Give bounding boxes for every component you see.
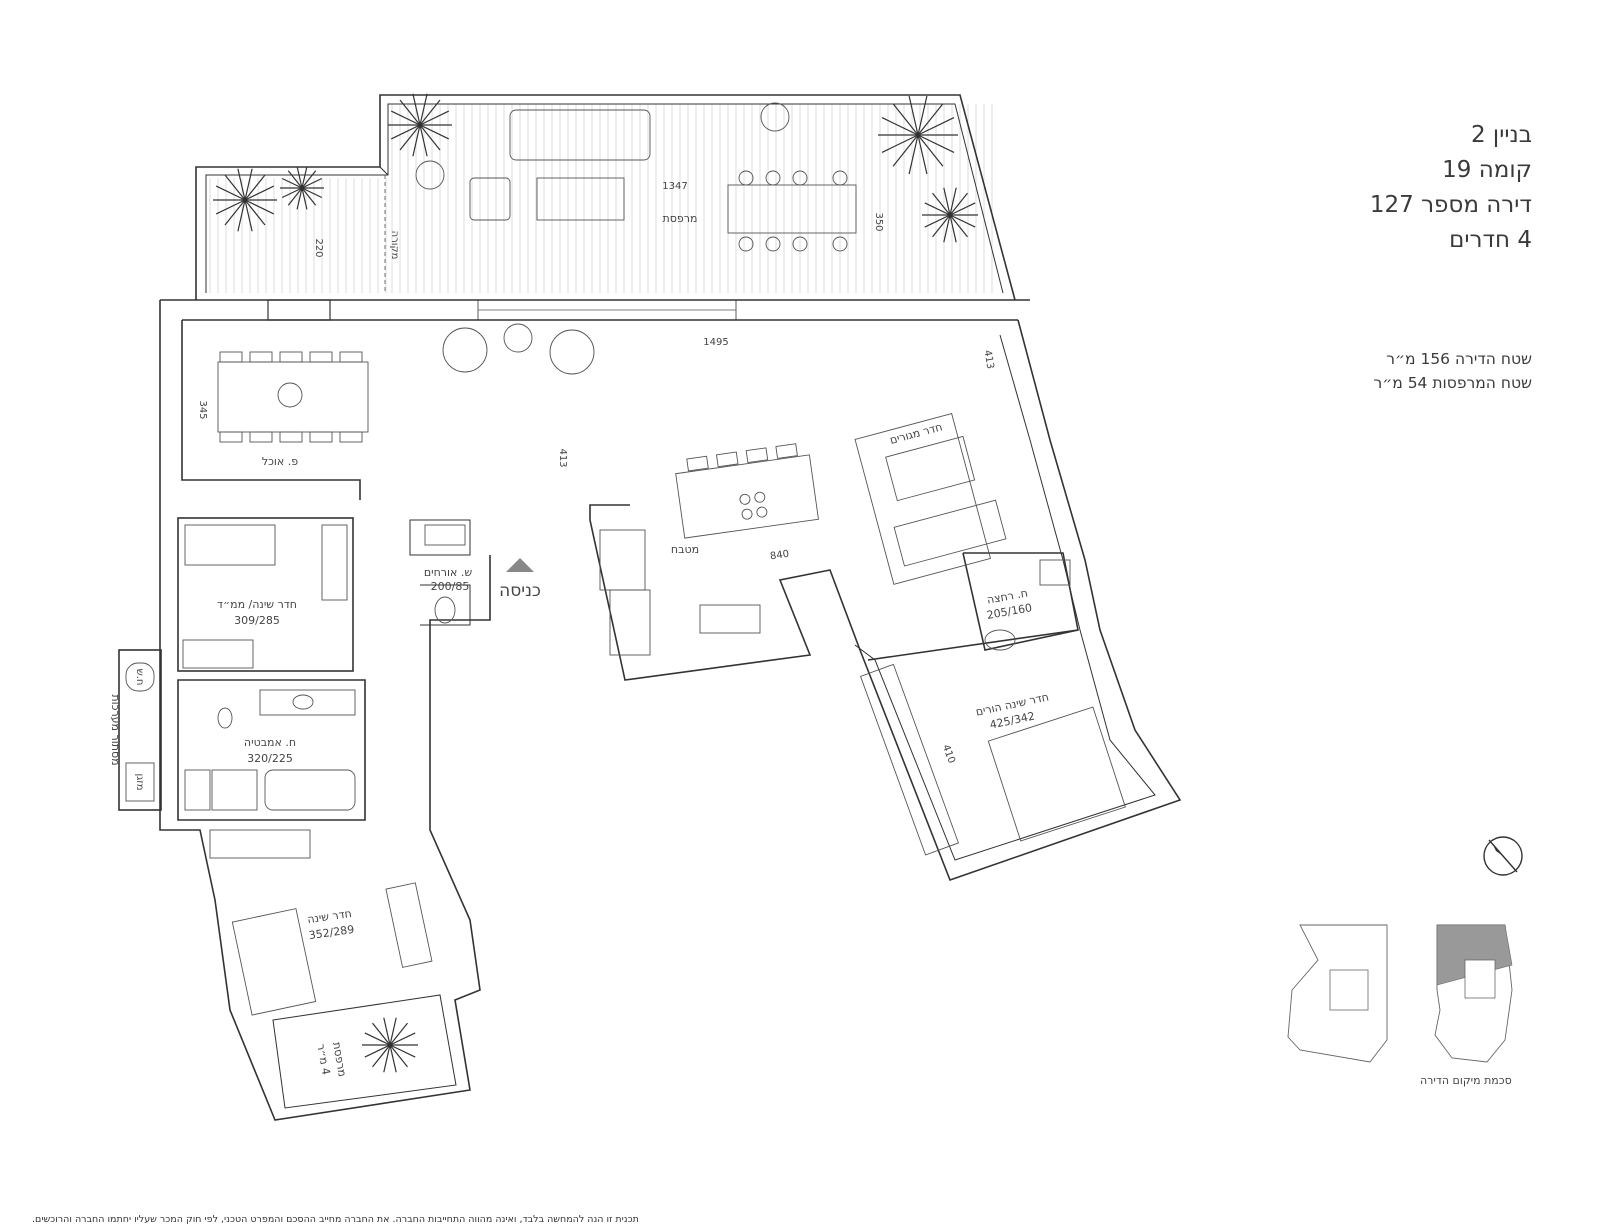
living-right-dim: 413 (981, 349, 995, 370)
bath-label: ח. אמבטיה (244, 736, 296, 749)
entrance-arrow-icon (506, 558, 534, 572)
floor-label: קומה 19 (1442, 157, 1532, 183)
toilet-icon (217, 707, 233, 729)
covered-label: מקורה (389, 231, 400, 260)
bedroom-safe-walls (177, 517, 354, 672)
bed-icon (231, 908, 317, 1016)
terrace: מרפסת מקורה 1347 350 220 (195, 93, 1016, 1073)
furniture (182, 323, 1126, 1016)
ac-label: מזגן (134, 773, 145, 790)
washer-icon (184, 769, 211, 811)
apartment-walls (118, 299, 1182, 1121)
terrace-chairs (738, 170, 848, 252)
terrace-length-dim: 1347 (662, 181, 687, 192)
apartment-area-label: שטח הדירה 156 מ״ר (1386, 350, 1532, 368)
guest-wc-label: ש. אורחים (424, 566, 472, 579)
bedroom-size: 352/289 (308, 923, 355, 942)
vanity-icon (259, 689, 356, 716)
entrance-marker: כניסה (499, 558, 541, 601)
location-keymap (1287, 924, 1513, 1063)
kitchen-sink-icon (699, 604, 761, 634)
living-length-dim: 1495 (703, 337, 728, 348)
heater-label: ח.ש (134, 669, 145, 686)
family-room-label: חדר מגורים (888, 420, 943, 447)
rooms-count-label: 4 חדרים (1449, 227, 1532, 253)
coffee-table-icon (536, 177, 625, 221)
bedroom-safe-label: חדר שינה/ ממ״ד (217, 598, 297, 611)
apartment-header: בניין 2 קומה 19 דירה מספר 127 4 חדרים (1370, 118, 1532, 258)
bath-size: 320/225 (247, 752, 293, 765)
compass-icon (1483, 836, 1523, 876)
wardrobe-icon (859, 663, 960, 856)
dimensions: 1495 413 413 345 840 410 (197, 337, 996, 765)
disclaimer-text: תכנית זו הנה להמחשה בלבד, ואינה מהווה הת… (32, 1214, 639, 1225)
sink-icon (984, 629, 1016, 651)
terrace-table-icon (727, 184, 857, 234)
living-depth-dim: 413 (557, 448, 568, 467)
master-bed-icon (987, 706, 1126, 842)
dining-depth-dim: 345 (197, 400, 208, 419)
sofa-icon (885, 435, 976, 502)
master-depth-dim: 410 (940, 743, 957, 765)
balconies-area-label: שטח המרפסות 54 מ״ר (1373, 374, 1532, 392)
small-balcony-size: 4 מ״ר (314, 1043, 332, 1076)
sofa-icon (893, 499, 1007, 567)
terrace-depth-dim: 350 (873, 212, 884, 231)
terrace-left-dim: 220 (313, 238, 324, 257)
entrance-label: כניסה (499, 581, 541, 601)
sofa-icon (509, 109, 651, 161)
guest-sink-icon (424, 524, 466, 546)
bedroom-label: חדר שינה (306, 907, 352, 926)
palm-plant-icon (213, 93, 978, 1073)
shower-icon (211, 769, 258, 811)
dining-chairs (219, 351, 363, 443)
small-balcony-label: מרפסת (330, 1041, 349, 1078)
desk-icon (209, 829, 311, 859)
area-summary: שטח הדירה 156 מ״ר שטח המרפסות 54 מ״ר (1373, 347, 1532, 395)
bed-icon (184, 524, 276, 566)
wardrobe-icon (321, 524, 348, 601)
dining-label: פ. אוכל (262, 455, 298, 468)
dining-table-icon (217, 361, 369, 433)
terrace-decking (209, 104, 993, 293)
desk-icon (182, 639, 254, 669)
lounge-chair-icon (549, 329, 595, 375)
guest-wc-size: 200/85 (431, 580, 470, 593)
side-table-icon (503, 323, 533, 353)
bathtub-icon (264, 769, 356, 811)
laundry-hide-label: מסתור מערכות (109, 694, 122, 765)
kitchen-label: מטבח (671, 543, 699, 556)
apartment-number-label: דירה מספר 127 (1369, 192, 1532, 218)
lounge-chair-icon (442, 327, 488, 373)
planter-icon (415, 160, 445, 190)
kitchen-island-icon (675, 454, 819, 539)
room-labels: פ. אוכל מטבח חדר מגורים חדר שינה/ ממ״ד 3… (109, 420, 1050, 1077)
building-label: בניין 2 (1470, 122, 1532, 148)
wardrobe-icon (385, 882, 433, 968)
armchair-icon (469, 177, 511, 221)
toilet-icon (434, 596, 456, 624)
terrace-label: מרפסת (663, 212, 698, 225)
kitchen-length-dim: 840 (769, 549, 789, 563)
plant-centerpiece-icon (277, 382, 303, 408)
bedroom-safe-size: 309/285 (234, 614, 280, 627)
planter-icon (760, 102, 790, 132)
laundry-closet (118, 649, 162, 811)
keymap-label: סכמת מיקום הדירה (1420, 1074, 1512, 1087)
